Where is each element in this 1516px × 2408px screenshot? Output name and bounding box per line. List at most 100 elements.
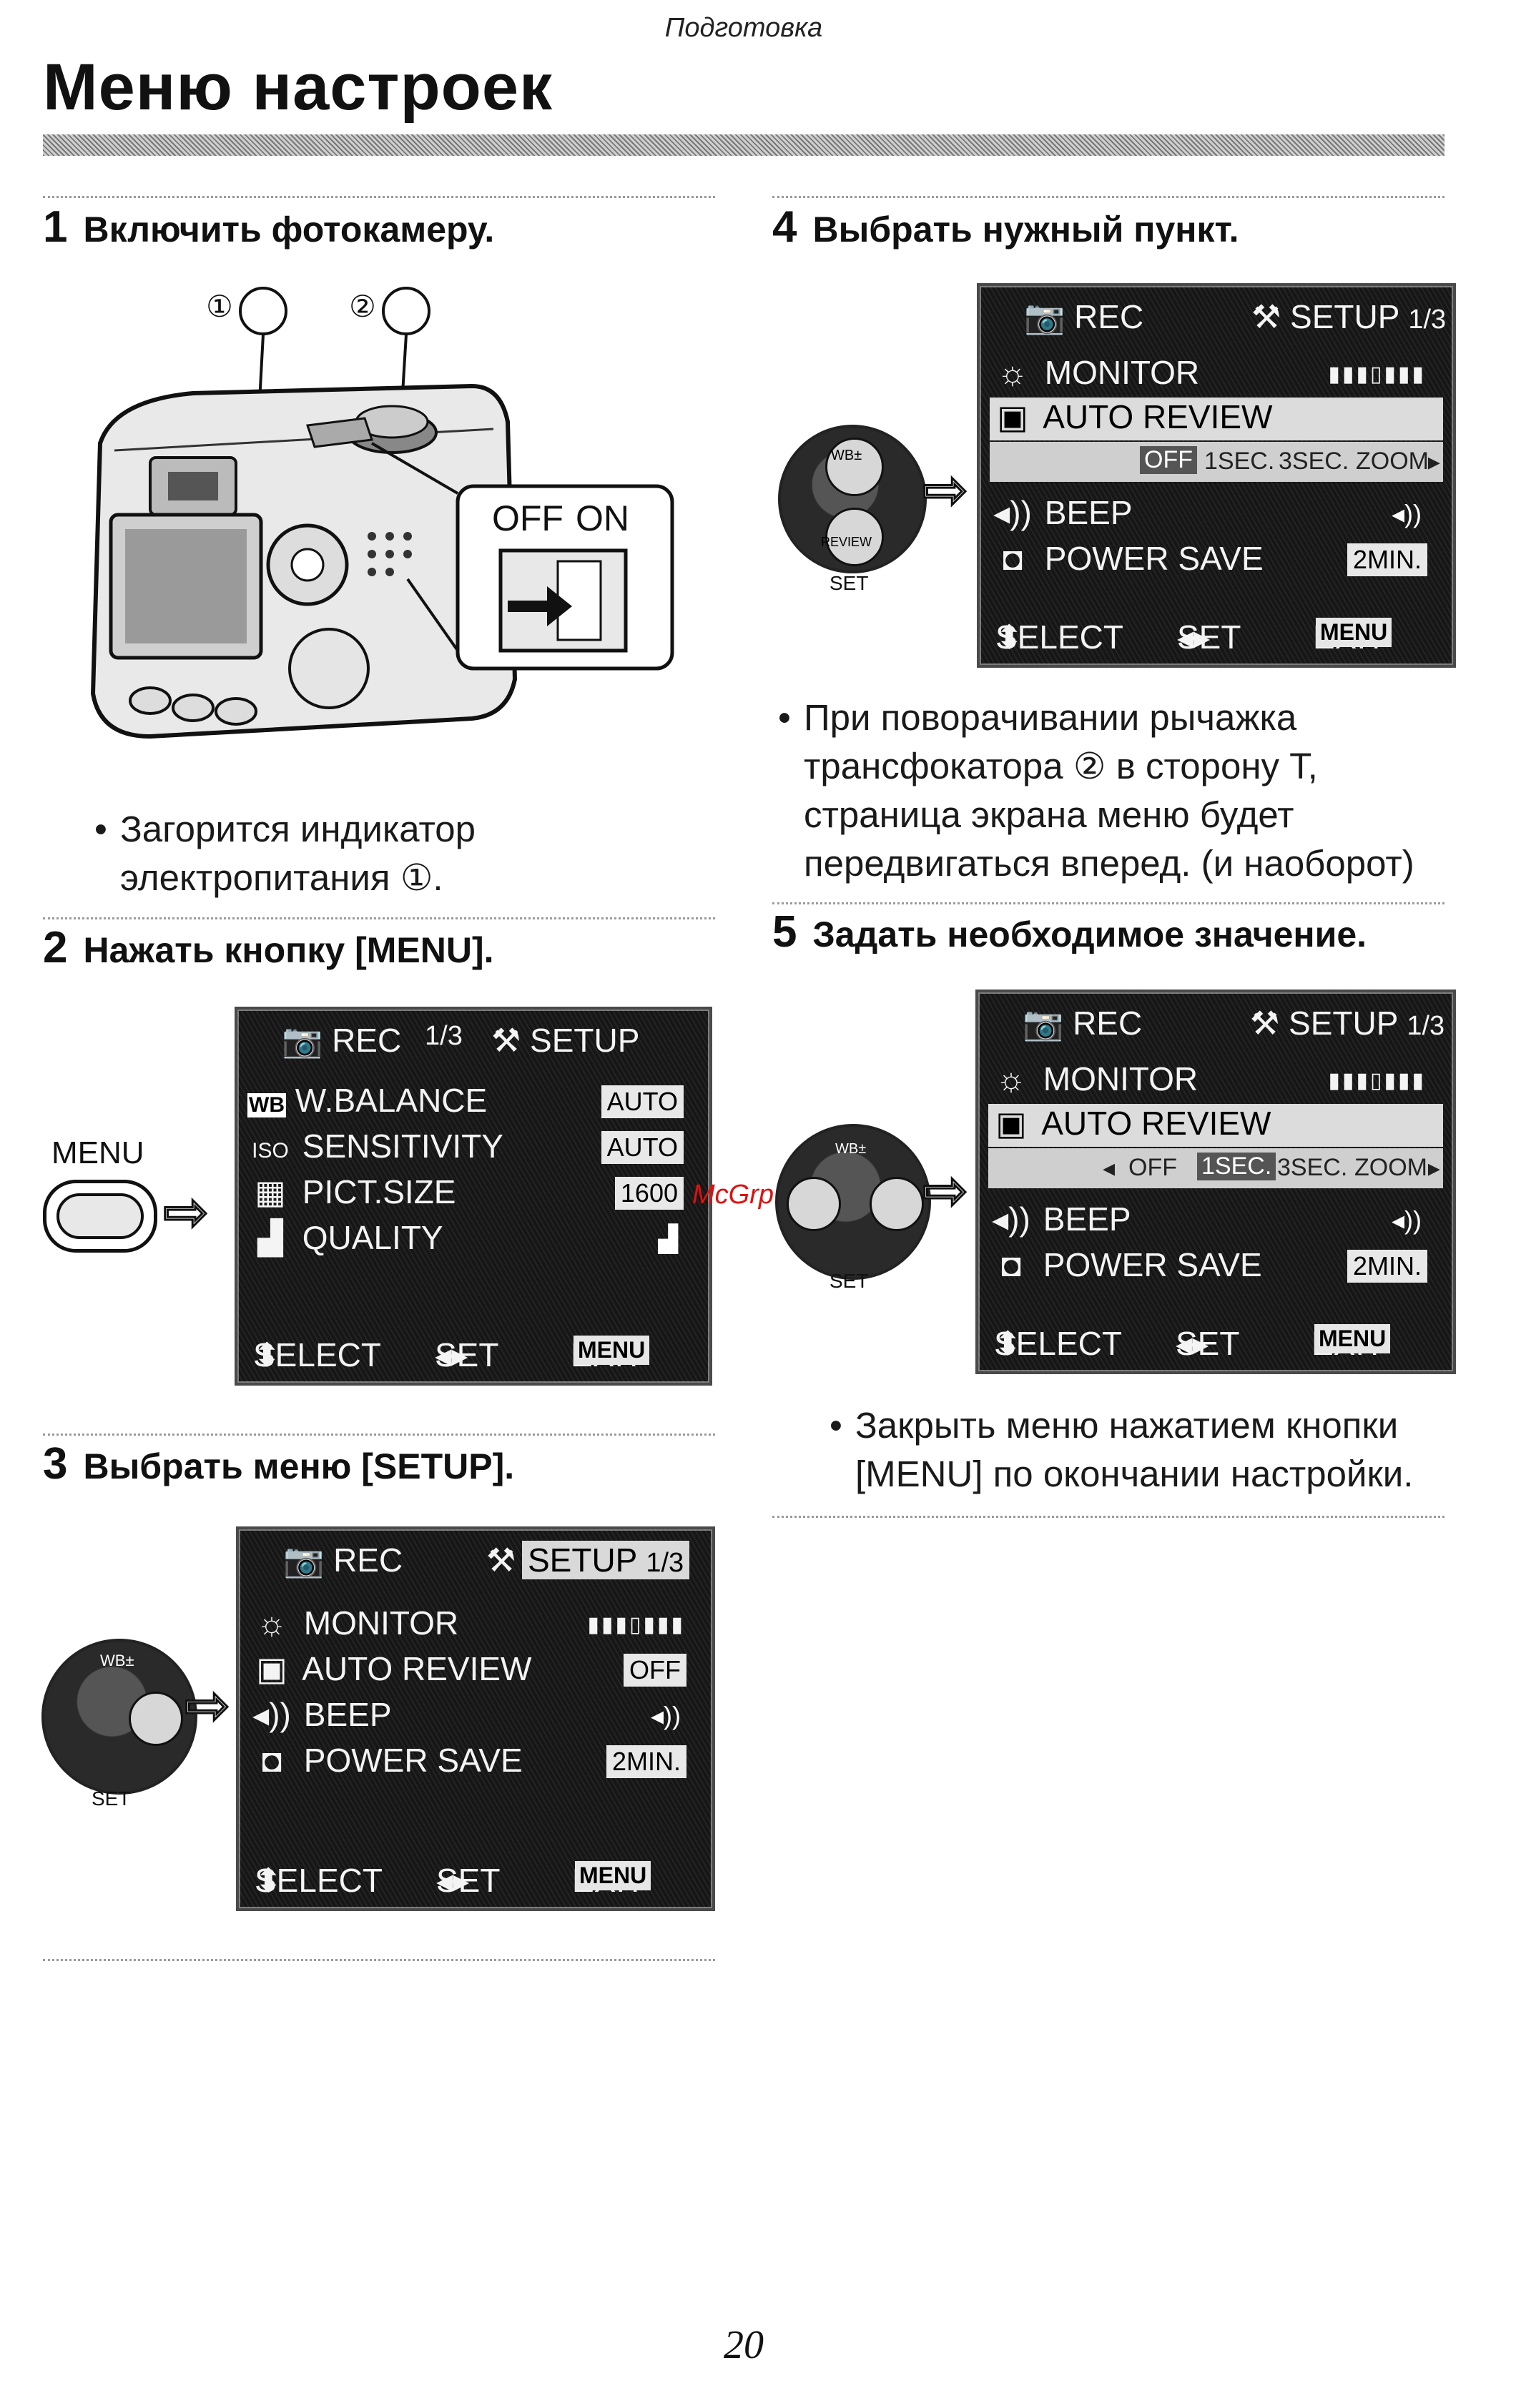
row-label: BEEP xyxy=(303,1696,392,1733)
footer-set: SET xyxy=(1177,618,1241,656)
step-number: 5 xyxy=(772,907,797,957)
bullet-dot: • xyxy=(778,697,791,738)
bullet-dot: • xyxy=(830,1405,842,1446)
row-label: W.BALANCE xyxy=(295,1082,488,1119)
row-value: AUTO xyxy=(601,1131,684,1164)
footer-select: SELECT xyxy=(995,618,1123,656)
sun-icon: ☼ xyxy=(997,354,1028,391)
tab-setup[interactable]: ⚒ SETUP 1/3 xyxy=(1251,297,1446,336)
menu-row-auto-review[interactable]: ▣ AUTO REVIEW xyxy=(990,398,1443,440)
review-option[interactable]: ZOOM xyxy=(1354,1154,1427,1181)
dial-right-button[interactable] xyxy=(129,1692,183,1746)
menu-row-monitor[interactable]: ☼ MONITOR ▮▮▮▯▮▮▮ xyxy=(249,1604,702,1647)
menu-row-beep[interactable]: ◂)) BEEP ◂)) xyxy=(990,493,1443,536)
tab-rec[interactable]: 📷 REC xyxy=(1023,1004,1142,1043)
menu-row-wbalance[interactable]: WB W.BALANCE AUTO xyxy=(247,1081,699,1124)
camera-illustration xyxy=(90,287,674,739)
quality-value-icon: ▟ xyxy=(658,1224,678,1253)
sun-icon: ☼ xyxy=(995,1060,1027,1097)
footer-select: SELECT xyxy=(253,1336,381,1373)
control-dial[interactable]: WB± xyxy=(775,1124,931,1280)
menu-row-beep[interactable]: ◂)) BEEP ◂)) xyxy=(249,1695,702,1738)
dial-down-button[interactable] xyxy=(825,508,884,566)
tab-setup[interactable]: ⚒ SETUP 1/3 xyxy=(1250,1004,1444,1042)
quality-icon: ▟ xyxy=(257,1219,283,1256)
tab-setup[interactable]: ⚒ SETUP xyxy=(491,1021,639,1060)
menu-badge: MENU xyxy=(574,1336,650,1365)
hollow-arrow-right-icon: ⇨ xyxy=(162,1181,210,1244)
menu-row-beep[interactable]: ◂)) BEEP ◂)) xyxy=(988,1200,1443,1243)
bullet-line: страница экрана меню будет xyxy=(804,794,1294,835)
page-indicator: 1/3 xyxy=(425,1021,463,1051)
tab-setup[interactable]: SETUP 1/3 xyxy=(522,1541,690,1579)
control-dial[interactable]: WB± REVIEW xyxy=(778,425,927,573)
dial-top-label: WB± xyxy=(100,1652,134,1669)
speaker-icon: ◂)) xyxy=(650,1701,681,1730)
menu-row-monitor[interactable]: ☼ MONITOR ▮▮▮▯▮▮▮ xyxy=(988,1060,1443,1102)
camera-icon: 📷 xyxy=(283,1541,325,1579)
menu-row-auto-review[interactable]: ▣ AUTO REVIEW xyxy=(988,1104,1443,1147)
brightness-bars: ▮▮▮▯▮▮▮ xyxy=(1328,362,1426,386)
step-number: 4 xyxy=(772,202,797,252)
menu-row-quality[interactable]: ▟ QUALITY ▟ xyxy=(247,1218,699,1261)
dial-up-button[interactable] xyxy=(825,438,884,496)
row-label: POWER SAVE xyxy=(1043,1246,1262,1283)
page-title: Меню настроек xyxy=(43,51,553,124)
review-icon: ▣ xyxy=(995,1105,1027,1142)
camera-icon: 📷 xyxy=(282,1022,323,1059)
page-indicator: 1/3 xyxy=(646,1548,684,1578)
review-option[interactable]: 1SEC. xyxy=(1197,1153,1276,1180)
tab-rec[interactable]: 📷 REC xyxy=(283,1541,403,1580)
title-rule xyxy=(43,134,1444,156)
tab-rec[interactable]: 📷 REC xyxy=(282,1021,401,1060)
bullet-step-4: • При поворачивании рычажка трансфокатор… xyxy=(778,694,1414,888)
tab-rec-label: REC xyxy=(1073,1005,1143,1042)
triangle-right-icon: ▸ xyxy=(1427,448,1440,475)
row-label: BEEP xyxy=(1044,494,1133,531)
bullet-line: При поворачивании рычажка xyxy=(804,697,1297,738)
power-save-icon: ◘ xyxy=(262,1742,282,1779)
row-value: 2MIN. xyxy=(606,1745,686,1778)
menu-badge: MENU xyxy=(1314,1324,1391,1353)
section-label: Подготовка xyxy=(664,13,823,43)
row-label: AUTO REVIEW xyxy=(1041,1105,1271,1142)
control-dial[interactable]: WB± xyxy=(41,1639,197,1795)
review-option[interactable]: 3SEC. xyxy=(1279,448,1349,475)
lcd-rec-menu: 📷 REC 1/3 ⚒ SETUP WB W.BALANCE AUTO ISO … xyxy=(235,1007,712,1386)
switch-on-label: ON xyxy=(576,498,629,538)
menu-button[interactable] xyxy=(43,1180,157,1253)
menu-row-pictsize[interactable]: ▦ PICT.SIZE 1600 xyxy=(247,1173,699,1215)
tab-rec[interactable]: 📷 REC xyxy=(1024,297,1143,337)
menu-row-power-save[interactable]: ◘ POWER SAVE 2MIN. xyxy=(988,1245,1443,1288)
menu-row-auto-review[interactable]: ▣ AUTO REVIEW OFF xyxy=(249,1649,702,1692)
row-value: 1600 xyxy=(614,1177,684,1210)
bullet-step-1: • Загорится индикатор электропитания ①. xyxy=(94,805,476,902)
row-label: PICT.SIZE xyxy=(302,1173,456,1210)
menu-row-power-save[interactable]: ◘ POWER SAVE 2MIN. xyxy=(990,539,1443,582)
page-indicator: 1/3 xyxy=(1408,305,1447,335)
row-label: SENSITIVITY xyxy=(302,1127,503,1165)
speaker-icon: ◂)) xyxy=(1391,499,1422,528)
dial-right-button[interactable] xyxy=(870,1177,924,1231)
menu-row-sensitivity[interactable]: ISO SENSITIVITY AUTO xyxy=(247,1127,699,1170)
review-option[interactable]: OFF xyxy=(1140,446,1197,474)
triangle-up-down-icon: ⬍ xyxy=(253,1336,281,1373)
wrench-icon: ⚒ xyxy=(491,1022,521,1059)
review-option[interactable]: OFF xyxy=(1128,1154,1177,1181)
divider xyxy=(43,1434,715,1436)
iso-icon: ISO xyxy=(252,1139,289,1163)
dial-left-button[interactable] xyxy=(787,1177,841,1231)
review-option[interactable]: ZOOM xyxy=(1356,448,1429,475)
menu-row-monitor[interactable]: ☼ MONITOR ▮▮▮▯▮▮▮ xyxy=(990,353,1443,396)
brightness-bars: ▮▮▮▯▮▮▮ xyxy=(1328,1069,1426,1092)
divider xyxy=(772,196,1444,198)
brightness-bars: ▮▮▮▯▮▮▮ xyxy=(587,1613,685,1637)
review-option[interactable]: 1SEC. xyxy=(1204,448,1275,475)
tab-setup-label: SETUP xyxy=(1289,1005,1398,1042)
camera-icon: 📷 xyxy=(1023,1005,1064,1042)
menu-row-power-save[interactable]: ◘ POWER SAVE 2MIN. xyxy=(249,1741,702,1784)
review-option[interactable]: 3SEC. xyxy=(1277,1154,1348,1181)
wrench-icon: ⚒ xyxy=(1250,1005,1280,1042)
